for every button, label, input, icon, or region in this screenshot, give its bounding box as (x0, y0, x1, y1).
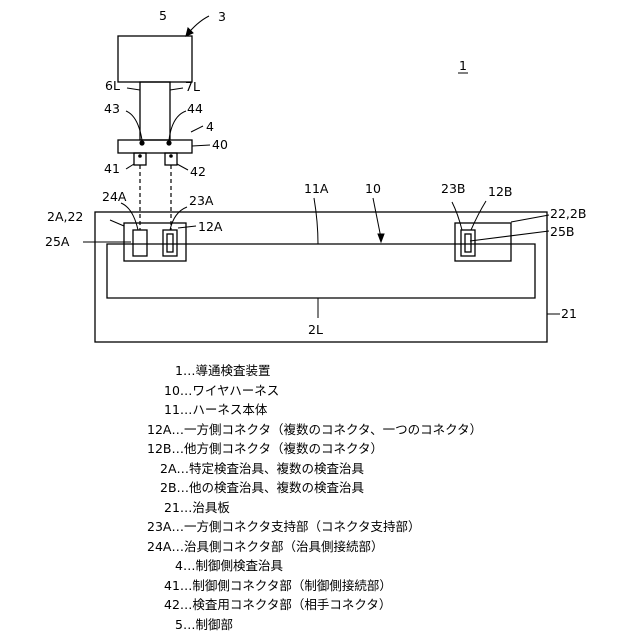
leader-2A22 (110, 220, 124, 226)
label-12B: 12B (488, 184, 512, 199)
label-5: 5 (159, 8, 167, 23)
label-40: 40 (212, 137, 228, 152)
label-42: 42 (190, 164, 206, 179)
label-44: 44 (187, 101, 203, 116)
cable-body (140, 82, 170, 140)
label-2B22: 22,2B (550, 206, 586, 221)
leader-44 (169, 111, 186, 140)
leader-6L (127, 88, 140, 90)
leader-12A (178, 226, 196, 228)
leader-2B22 (511, 215, 549, 222)
label-23B: 23B (441, 181, 465, 196)
label-2A22: 2A,22 (47, 209, 83, 224)
leader-11A (314, 198, 318, 244)
leader-7L (170, 88, 183, 90)
label-6L: 6L (105, 78, 120, 93)
connector-12A (167, 234, 173, 252)
terminal-44-dot (166, 140, 171, 145)
label-3: 3 (218, 9, 226, 24)
label-10: 10 (365, 181, 381, 196)
label-25B: 25B (550, 224, 574, 239)
leader-41 (126, 164, 134, 169)
connector-41-dot (138, 154, 142, 158)
label-4: 4 (206, 119, 214, 134)
label-25A: 25A (45, 234, 70, 249)
jig-right-block (455, 223, 511, 261)
label-figure-number: 1 (459, 58, 467, 73)
label-41: 41 (104, 161, 120, 176)
control-unit-box (118, 36, 192, 82)
label-7L: 7L (185, 79, 200, 94)
leader-10-arrow (378, 234, 384, 242)
connector-12B (465, 234, 471, 252)
leader-42 (177, 164, 188, 170)
label-12A: 12A (198, 219, 223, 234)
control-jig-plate (118, 140, 192, 153)
jig-side-connector-24A (133, 230, 147, 256)
leader-4 (191, 126, 203, 132)
label-23A: 23A (189, 193, 214, 208)
label-11A: 11A (304, 181, 329, 196)
leader-10 (373, 198, 381, 238)
leader-25B (470, 231, 549, 241)
label-21: 21 (561, 306, 577, 321)
leader-40 (192, 145, 210, 146)
label-24A: 24A (102, 189, 127, 204)
label-2L: 2L (308, 322, 323, 337)
terminal-43-dot (139, 140, 144, 145)
leader-23B (452, 202, 462, 230)
connector-42-dot (169, 154, 173, 158)
leader-12B (471, 201, 486, 230)
label-43: 43 (104, 101, 120, 116)
leader-23A (170, 207, 187, 230)
